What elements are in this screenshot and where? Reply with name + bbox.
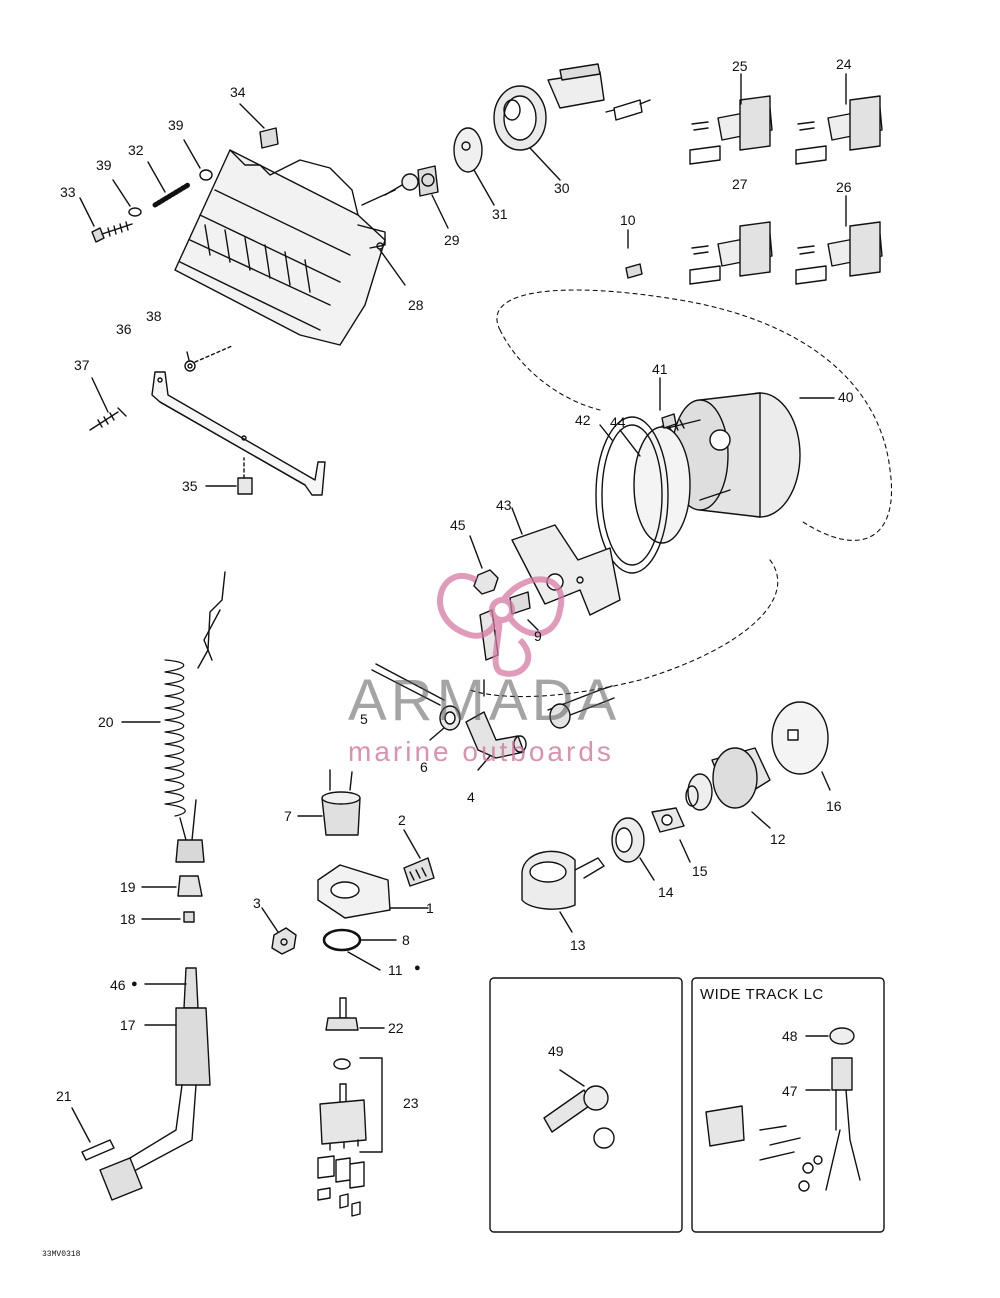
callout-27: 27: [732, 176, 748, 192]
callout-32: 32: [128, 142, 144, 158]
callout-6: 6: [420, 759, 428, 775]
callout-21: 21: [56, 1088, 72, 1104]
callout-19: 19: [120, 879, 136, 895]
callout-2: 2: [398, 812, 406, 828]
callout-18: 18: [120, 911, 136, 927]
callout-26: 26: [836, 179, 852, 195]
callout-12: 12: [770, 831, 786, 847]
callout-9: 9: [534, 628, 542, 644]
callout-5: 5: [360, 711, 368, 727]
inset-key-box: [489, 977, 683, 1233]
callout-8: 8: [402, 932, 410, 948]
watermark-brand: ARMADA: [348, 668, 621, 733]
callout-48: 48: [782, 1028, 798, 1044]
callout-1: 1: [426, 900, 434, 916]
callout-49: 49: [548, 1043, 564, 1059]
callout-42: 42: [575, 412, 591, 428]
callout-4: 4: [467, 789, 475, 805]
inset-title: WIDE TRACK LC: [700, 986, 824, 1003]
callout-34: 34: [230, 84, 246, 100]
callout-29: 29: [444, 232, 460, 248]
wire-harness: [99, 967, 211, 1201]
oil-drop-icon: ●: [414, 962, 421, 974]
callout-16: 16: [826, 798, 842, 814]
ignition-switch: [685, 701, 829, 811]
callout-46: 46: [110, 977, 126, 993]
callout-25: 25: [732, 58, 748, 74]
callout-23: 23: [403, 1095, 419, 1111]
callout-14: 14: [658, 884, 674, 900]
buzzer: [321, 769, 361, 836]
callout-10: 10: [620, 212, 636, 228]
oil-drop-icon: ●: [131, 978, 138, 990]
callout-22: 22: [388, 1020, 404, 1036]
callout-28: 28: [408, 297, 424, 313]
callout-13: 13: [570, 937, 586, 953]
callout-38: 38: [146, 308, 162, 324]
callout-47: 47: [782, 1083, 798, 1099]
mount-bracket: [511, 524, 621, 616]
callout-3: 3: [253, 895, 261, 911]
callout-7: 7: [284, 808, 292, 824]
callout-30: 30: [554, 180, 570, 196]
inset-wide-track-box: [691, 977, 885, 1233]
callout-20: 20: [98, 714, 114, 730]
callout-43: 43: [496, 497, 512, 513]
callout-40: 40: [838, 389, 854, 405]
drawing-code: 33MV0318: [42, 1250, 81, 1259]
tether-cord: [164, 571, 226, 863]
watermark-logo: [437, 573, 565, 677]
callout-35: 35: [182, 478, 198, 494]
headlight-bracket: [151, 371, 326, 496]
callout-11: 11: [388, 962, 403, 978]
watermark-tagline: marine outboards: [348, 736, 614, 767]
callout-39-left: 39: [96, 157, 112, 173]
callout-45: 45: [450, 517, 466, 533]
callout-31: 31: [492, 206, 508, 222]
headlight-cover: [493, 85, 547, 151]
switch-group: [689, 95, 883, 285]
callout-41: 41: [652, 361, 668, 377]
headlight-housing: [174, 149, 396, 346]
callout-33: 33: [60, 184, 76, 200]
callout-15: 15: [692, 863, 708, 879]
callout-17: 17: [120, 1017, 136, 1033]
callout-39-right: 39: [168, 117, 184, 133]
bulb: [384, 165, 439, 197]
callout-36: 36: [116, 321, 132, 337]
callout-37: 37: [74, 357, 90, 373]
callout-24: 24: [836, 56, 852, 72]
callout-44: 44: [610, 414, 626, 430]
